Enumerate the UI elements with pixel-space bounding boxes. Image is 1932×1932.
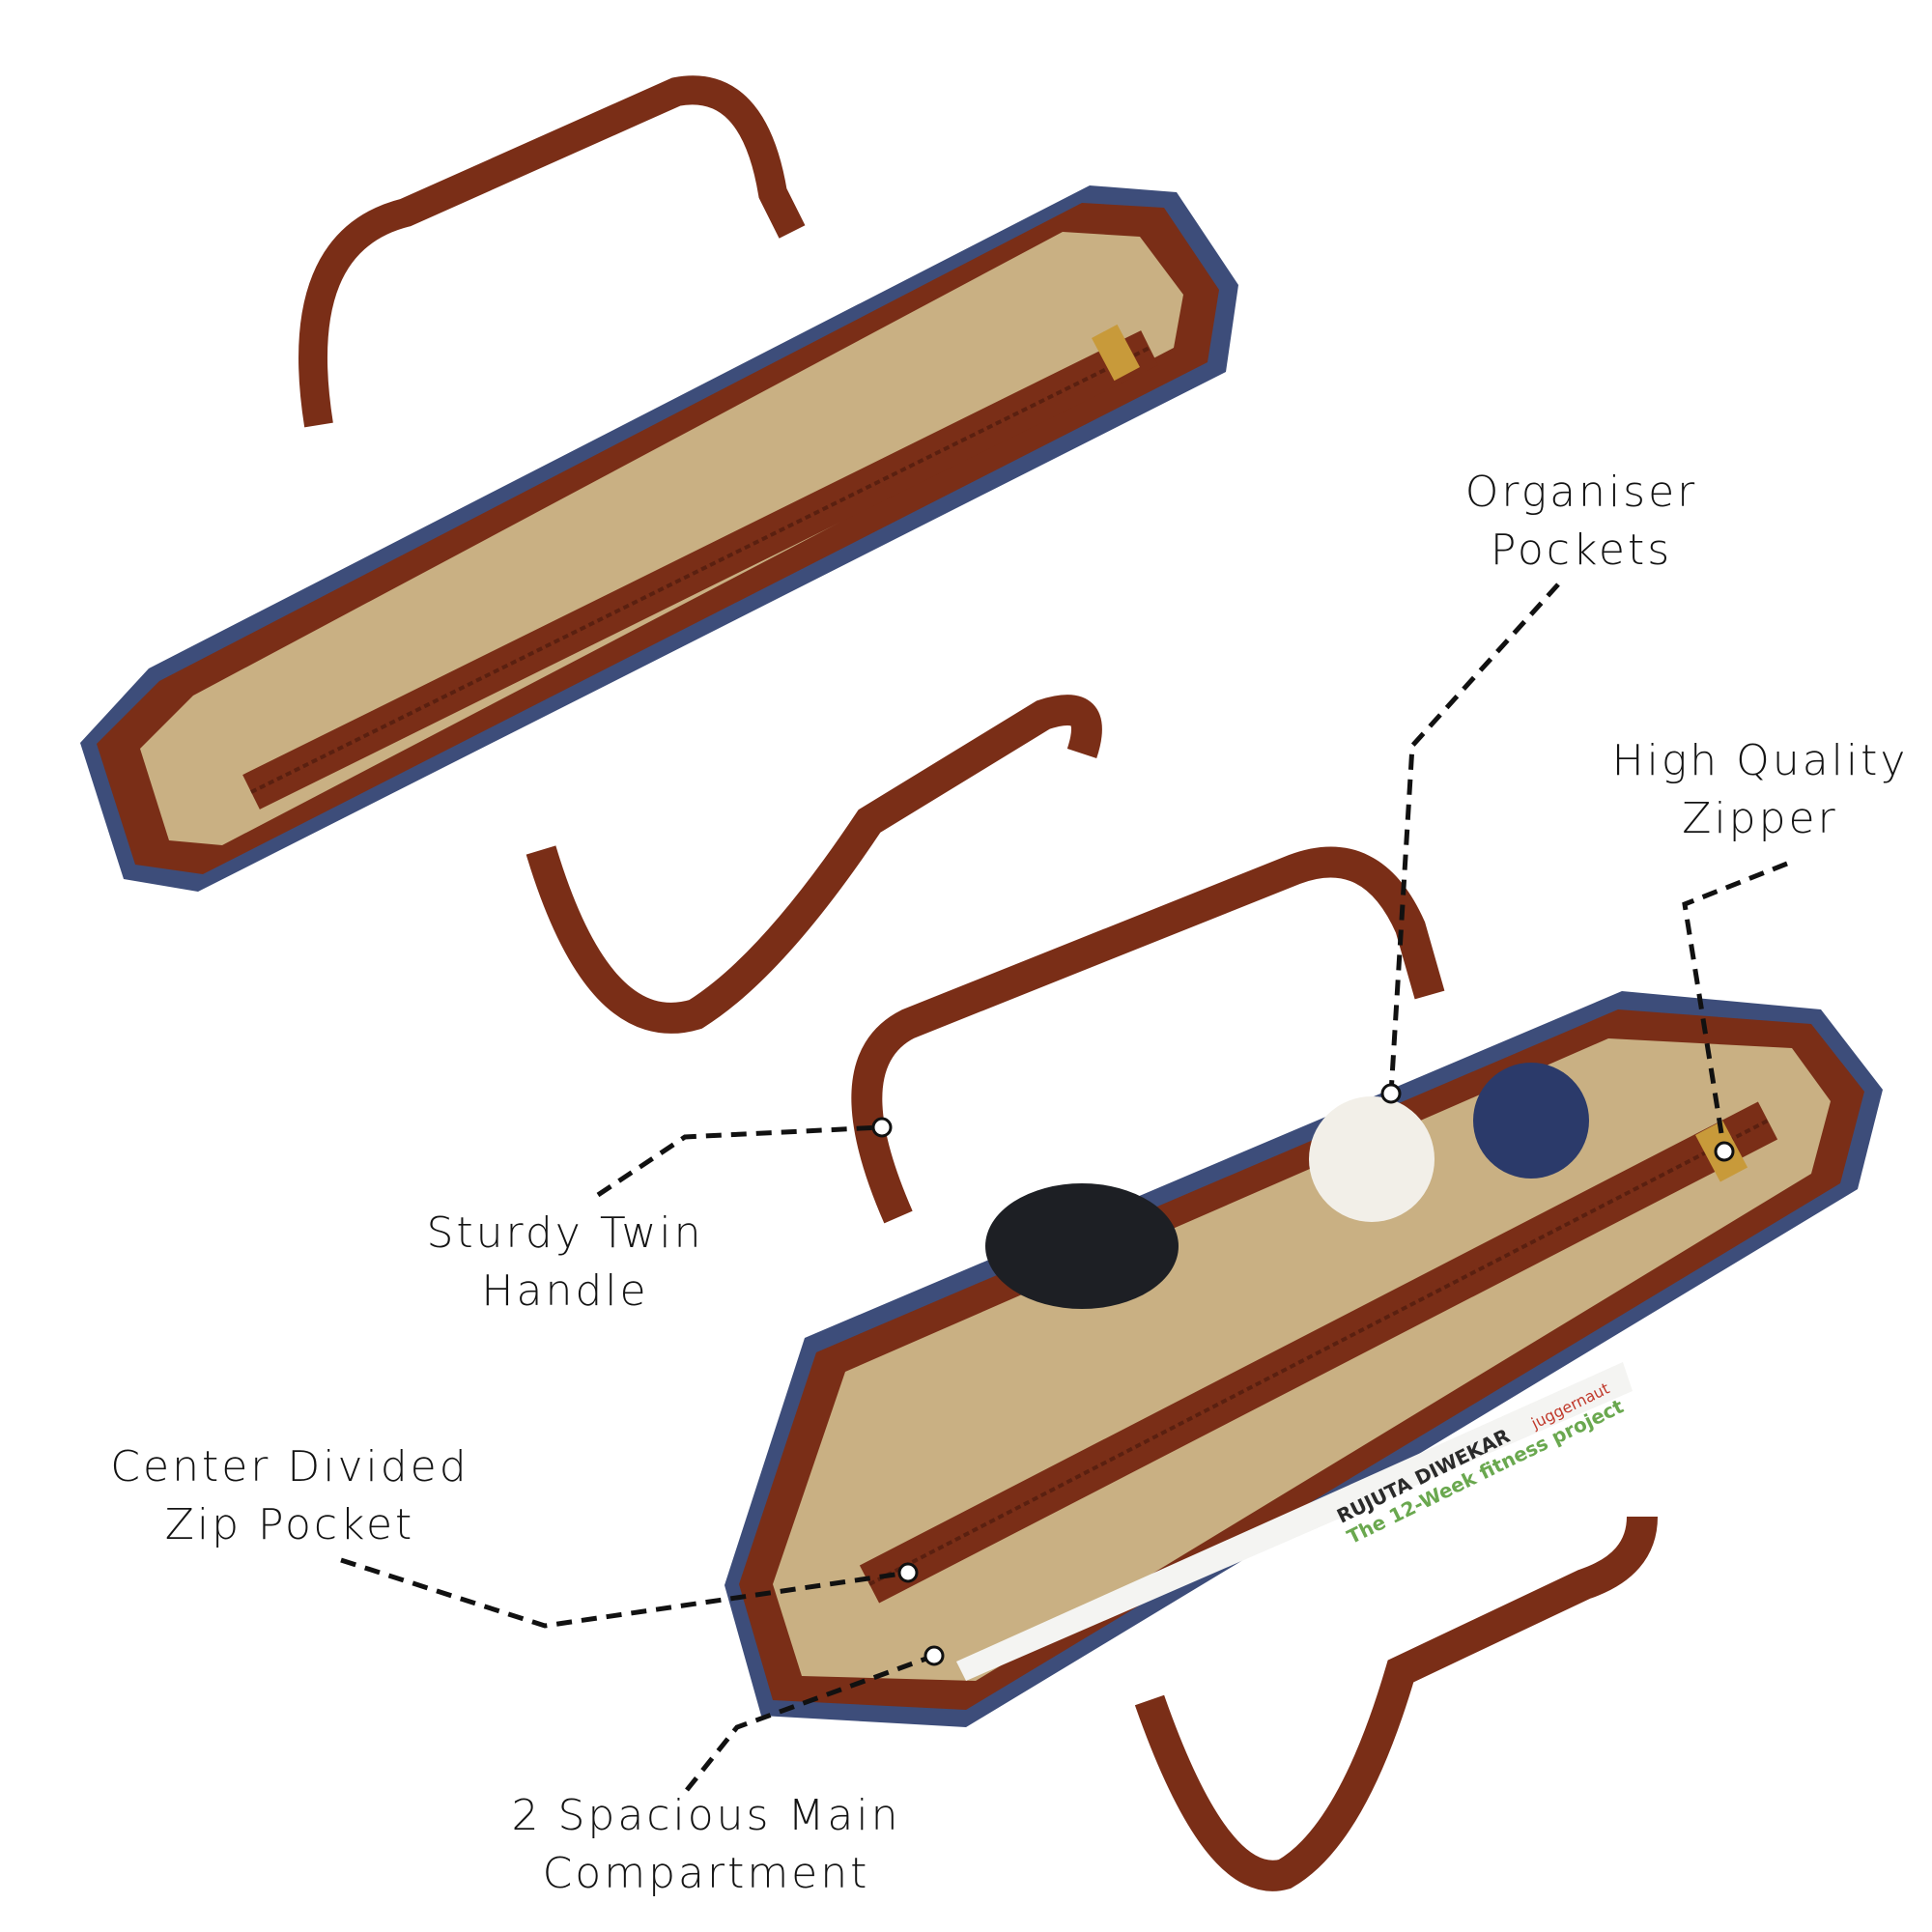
callout-dots	[871, 1083, 1735, 1666]
zip-pocket-leader-line	[340, 1557, 909, 1629]
top-bag-zipper-pull	[1092, 324, 1140, 382]
label-line: Pockets	[1490, 526, 1673, 575]
label-line: Handle	[481, 1266, 649, 1316]
compartment-dot	[923, 1645, 945, 1666]
spacious-main-compartment-label: 2 Spacious Main Compartment	[512, 1787, 901, 1903]
label-line: Organiser	[1464, 468, 1698, 517]
label-line: Center Divided	[110, 1442, 469, 1492]
compact-black	[985, 1183, 1179, 1309]
bottom-bag-organised	[724, 846, 1883, 1891]
zipper-dot	[1714, 1141, 1735, 1162]
bottom-bag-back-handle	[851, 846, 1445, 1224]
organiser-leader-line	[1388, 582, 1560, 1094]
label-line: High Quality	[1611, 736, 1909, 785]
callout-lines	[340, 582, 1788, 1792]
jar-white	[1309, 1096, 1435, 1222]
sturdy-twin-handle-label: Sturdy Twin Handle	[426, 1205, 703, 1321]
label-line: 2 Spacious Main	[511, 1791, 901, 1840]
label-line: Zip Pocket	[164, 1500, 415, 1549]
book	[956, 1362, 1633, 1681]
label-line: Compartment	[542, 1849, 870, 1898]
top-bag-lining	[140, 232, 1183, 845]
high-quality-zipper-label: High Quality Zipper	[1612, 732, 1909, 848]
handle-dot	[871, 1117, 893, 1138]
zip-pocket-dot	[897, 1562, 919, 1583]
center-divided-zip-pocket-label: Center Divided Zip Pocket	[110, 1438, 469, 1554]
top-bag-open	[80, 75, 1238, 1034]
bottom-bag-front-handle	[1134, 1516, 1658, 1891]
label-line: Sturdy Twin	[426, 1208, 704, 1258]
compartment-leader-line	[685, 1653, 935, 1792]
top-bag-front-handle	[526, 695, 1102, 1034]
top-bag-back-handle	[298, 75, 806, 428]
handle-leader-line	[596, 1124, 883, 1198]
organiser-pockets-label: Organiser Pockets	[1465, 464, 1698, 580]
zipper-leader-line	[1682, 861, 1788, 1152]
jar-blue	[1473, 1063, 1589, 1179]
organiser-dot	[1380, 1083, 1402, 1104]
label-line: Zipper	[1682, 794, 1838, 843]
